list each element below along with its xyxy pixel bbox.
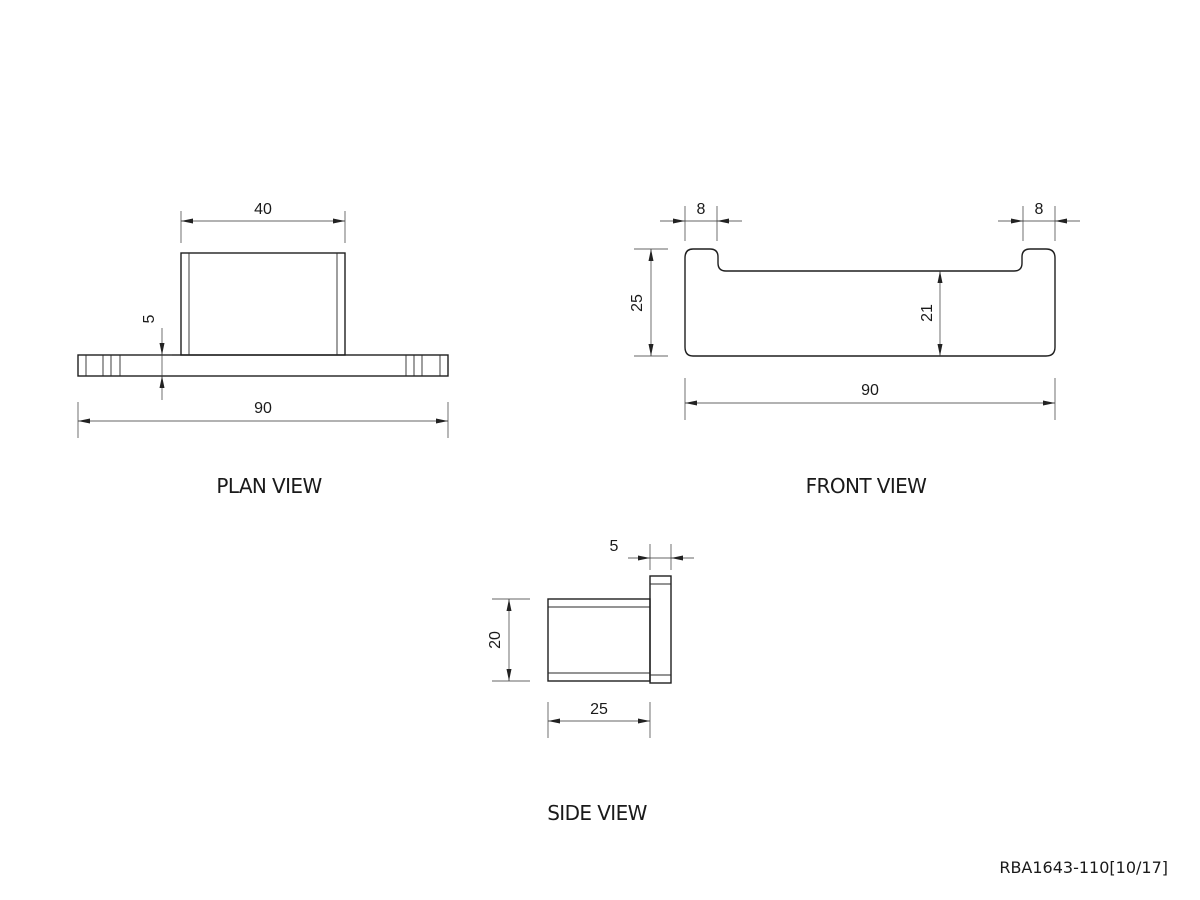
front-view-dimension-8-right: 8	[998, 201, 1080, 241]
front-view-dim-right-lip: 8	[1035, 201, 1044, 218]
plan-view-title: PLAN VIEW	[216, 474, 322, 498]
front-view-dim-left-lip: 8	[697, 201, 706, 218]
side-view-dimension-5: 5	[610, 538, 694, 570]
plan-view-dimension-40: 40	[180, 201, 346, 243]
front-view-dimension-25: 25	[629, 248, 668, 357]
front-view-part-outline	[684, 248, 1056, 357]
plan-view-dim-base-thickness: 5	[141, 314, 158, 323]
front-view: 8 8 25 21	[629, 201, 1080, 498]
front-view-dim-overall-height: 25	[629, 294, 646, 312]
front-view-dimension-21: 21	[919, 271, 943, 356]
front-view-dimension-8-left: 8	[660, 201, 742, 241]
plan-view: 40 5 90 PLAN VIEW	[77, 201, 449, 498]
plan-view-part-outline	[77, 252, 449, 377]
side-view-part-outline	[547, 575, 672, 684]
side-view-dim-plate-thickness: 5	[610, 538, 619, 555]
plan-view-dim-width-top: 40	[254, 201, 272, 218]
plan-view-dimension-5: 5	[141, 314, 172, 400]
front-view-dim-overall-length: 90	[861, 382, 879, 399]
side-view-dimension-20: 20	[487, 598, 530, 682]
plan-view-dimension-90: 90	[77, 400, 449, 438]
front-view-title: FRONT VIEW	[806, 474, 927, 498]
side-view-title: SIDE VIEW	[547, 801, 647, 825]
front-view-dim-inner-height: 21	[919, 304, 936, 322]
reference-code: RBA1643-110[10/17]	[999, 858, 1168, 877]
plan-view-dim-overall-length: 90	[254, 400, 272, 417]
side-view-dim-height: 20	[487, 631, 504, 649]
side-view-dim-depth: 25	[590, 701, 608, 718]
side-view-dimension-25: 25	[547, 701, 651, 738]
side-view: 5 20 25 SIDE VIEW	[487, 538, 694, 825]
front-view-dimension-90: 90	[684, 378, 1056, 420]
